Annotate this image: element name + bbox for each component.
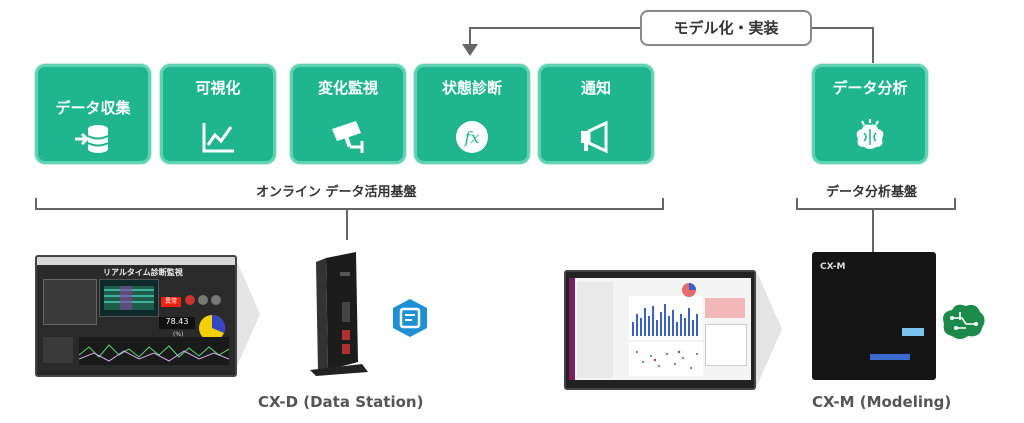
- cxm-badge: CX-M: [820, 262, 846, 272]
- database-import-icon: [75, 125, 109, 153]
- motor-image: [43, 279, 97, 325]
- histogram-plot: [629, 296, 703, 340]
- line-chart-icon: [202, 123, 234, 153]
- analysis-app-window: [569, 278, 751, 380]
- modeling-implementation-label: モデル化・実装: [640, 10, 812, 46]
- tile-label: データ分析: [832, 79, 908, 97]
- value-readout: 78.43: [159, 317, 195, 329]
- alarm-badge: 異常: [161, 297, 181, 307]
- tile-label: 可視化: [195, 79, 241, 97]
- screen-titlebar: [37, 257, 235, 265]
- launcher-bar: [569, 278, 575, 380]
- brain-icon: [856, 119, 884, 149]
- security-camera-icon: [332, 121, 364, 153]
- tile-condition-diagnosis: 状態診断 fx: [414, 64, 530, 164]
- device-label: [902, 328, 924, 336]
- svg-text:fx: fx: [464, 128, 480, 147]
- small-pie: [682, 283, 696, 297]
- usb-ports: [870, 354, 910, 360]
- connector-cxd: [346, 208, 348, 240]
- device-image: [43, 337, 73, 363]
- cxm-device: CX-M: [812, 252, 936, 380]
- value-unit: (%): [173, 331, 184, 338]
- screen-title: リアルタイム診断監視: [103, 268, 183, 277]
- online-platform-caption: オンライン データ活用基盤: [256, 185, 417, 200]
- megaphone-icon: [581, 120, 608, 154]
- arrow-down-icon: [462, 44, 478, 56]
- tile-data-analysis: データ分析: [812, 64, 928, 164]
- tile-label: 通知: [580, 79, 611, 97]
- cxm-name: CX-M (Modeling): [812, 393, 952, 411]
- online-platform-bracket: [35, 198, 664, 210]
- cxd-name: CX-D (Data Station): [258, 393, 424, 411]
- analysis-platform-bracket: [796, 198, 956, 210]
- tile-change-monitoring: 変化監視: [290, 64, 406, 164]
- connector-right-down: [872, 27, 874, 65]
- tile-notification: 通知: [538, 64, 654, 164]
- tile-data-collection: データ収集: [35, 64, 151, 164]
- tile-label: 変化監視: [317, 79, 378, 97]
- waveform-strip: [79, 337, 229, 365]
- brain-circuit-logo-icon: [943, 304, 985, 339]
- side-panel: [577, 282, 613, 378]
- analysis-platform-caption: データ分析基盤: [826, 185, 918, 200]
- tile-label: データ収集: [55, 99, 131, 117]
- monitoring-screen-cxd: リアルタイム診断監視 異常 78.43 (%): [35, 255, 237, 377]
- function-icon: fx: [456, 121, 488, 153]
- connector-top-right: [812, 27, 874, 29]
- status-lamps: [185, 295, 221, 305]
- cxd-pc-tower: [310, 252, 368, 376]
- pie-gauge: [199, 315, 225, 341]
- settings-panel: [705, 324, 747, 366]
- scatter-plot: [629, 342, 703, 376]
- tile-label: 状態診断: [441, 79, 502, 97]
- trend-panel: [99, 279, 159, 317]
- connector-cxm: [872, 208, 874, 252]
- result-panel: [705, 298, 745, 318]
- data-station-logo-icon: [393, 299, 427, 337]
- tile-visualization: 可視化: [160, 64, 276, 164]
- connector-left-down: [469, 27, 471, 47]
- analysis-screen-cxm: [564, 270, 756, 390]
- connector-top: [470, 27, 640, 29]
